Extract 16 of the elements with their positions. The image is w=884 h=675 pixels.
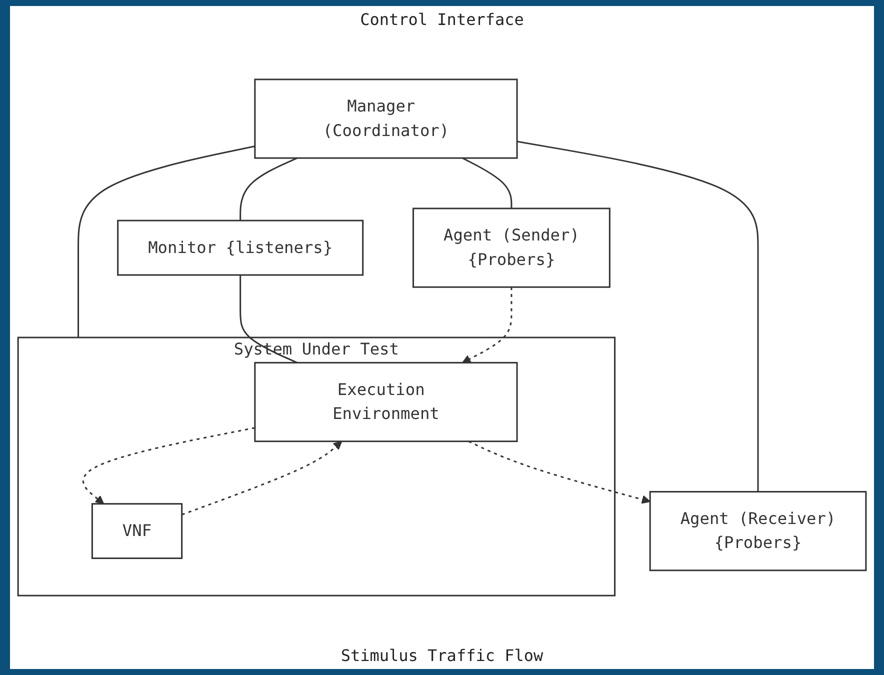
node-box: Execution Environment bbox=[254, 362, 518, 442]
node-box: Manager (Coordinator) bbox=[254, 78, 518, 159]
connector bbox=[78, 145, 256, 338]
node-box: VNF bbox=[91, 503, 183, 560]
connector bbox=[516, 140, 759, 492]
arrow bbox=[82, 427, 256, 504]
node-box: Agent (Sender) {Probers} bbox=[412, 208, 610, 288]
arrow bbox=[182, 440, 342, 516]
arrow bbox=[462, 287, 512, 364]
node-box: Monitor {listeners} bbox=[117, 220, 364, 276]
connector bbox=[240, 157, 298, 221]
interface-label: Control Interface bbox=[360, 10, 524, 29]
flow-label: Stimulus Traffic Flow bbox=[340, 646, 544, 665]
node-box: Agent (Receiver) {Probers} bbox=[649, 490, 867, 572]
connector bbox=[462, 157, 512, 208]
arrow bbox=[468, 440, 650, 504]
